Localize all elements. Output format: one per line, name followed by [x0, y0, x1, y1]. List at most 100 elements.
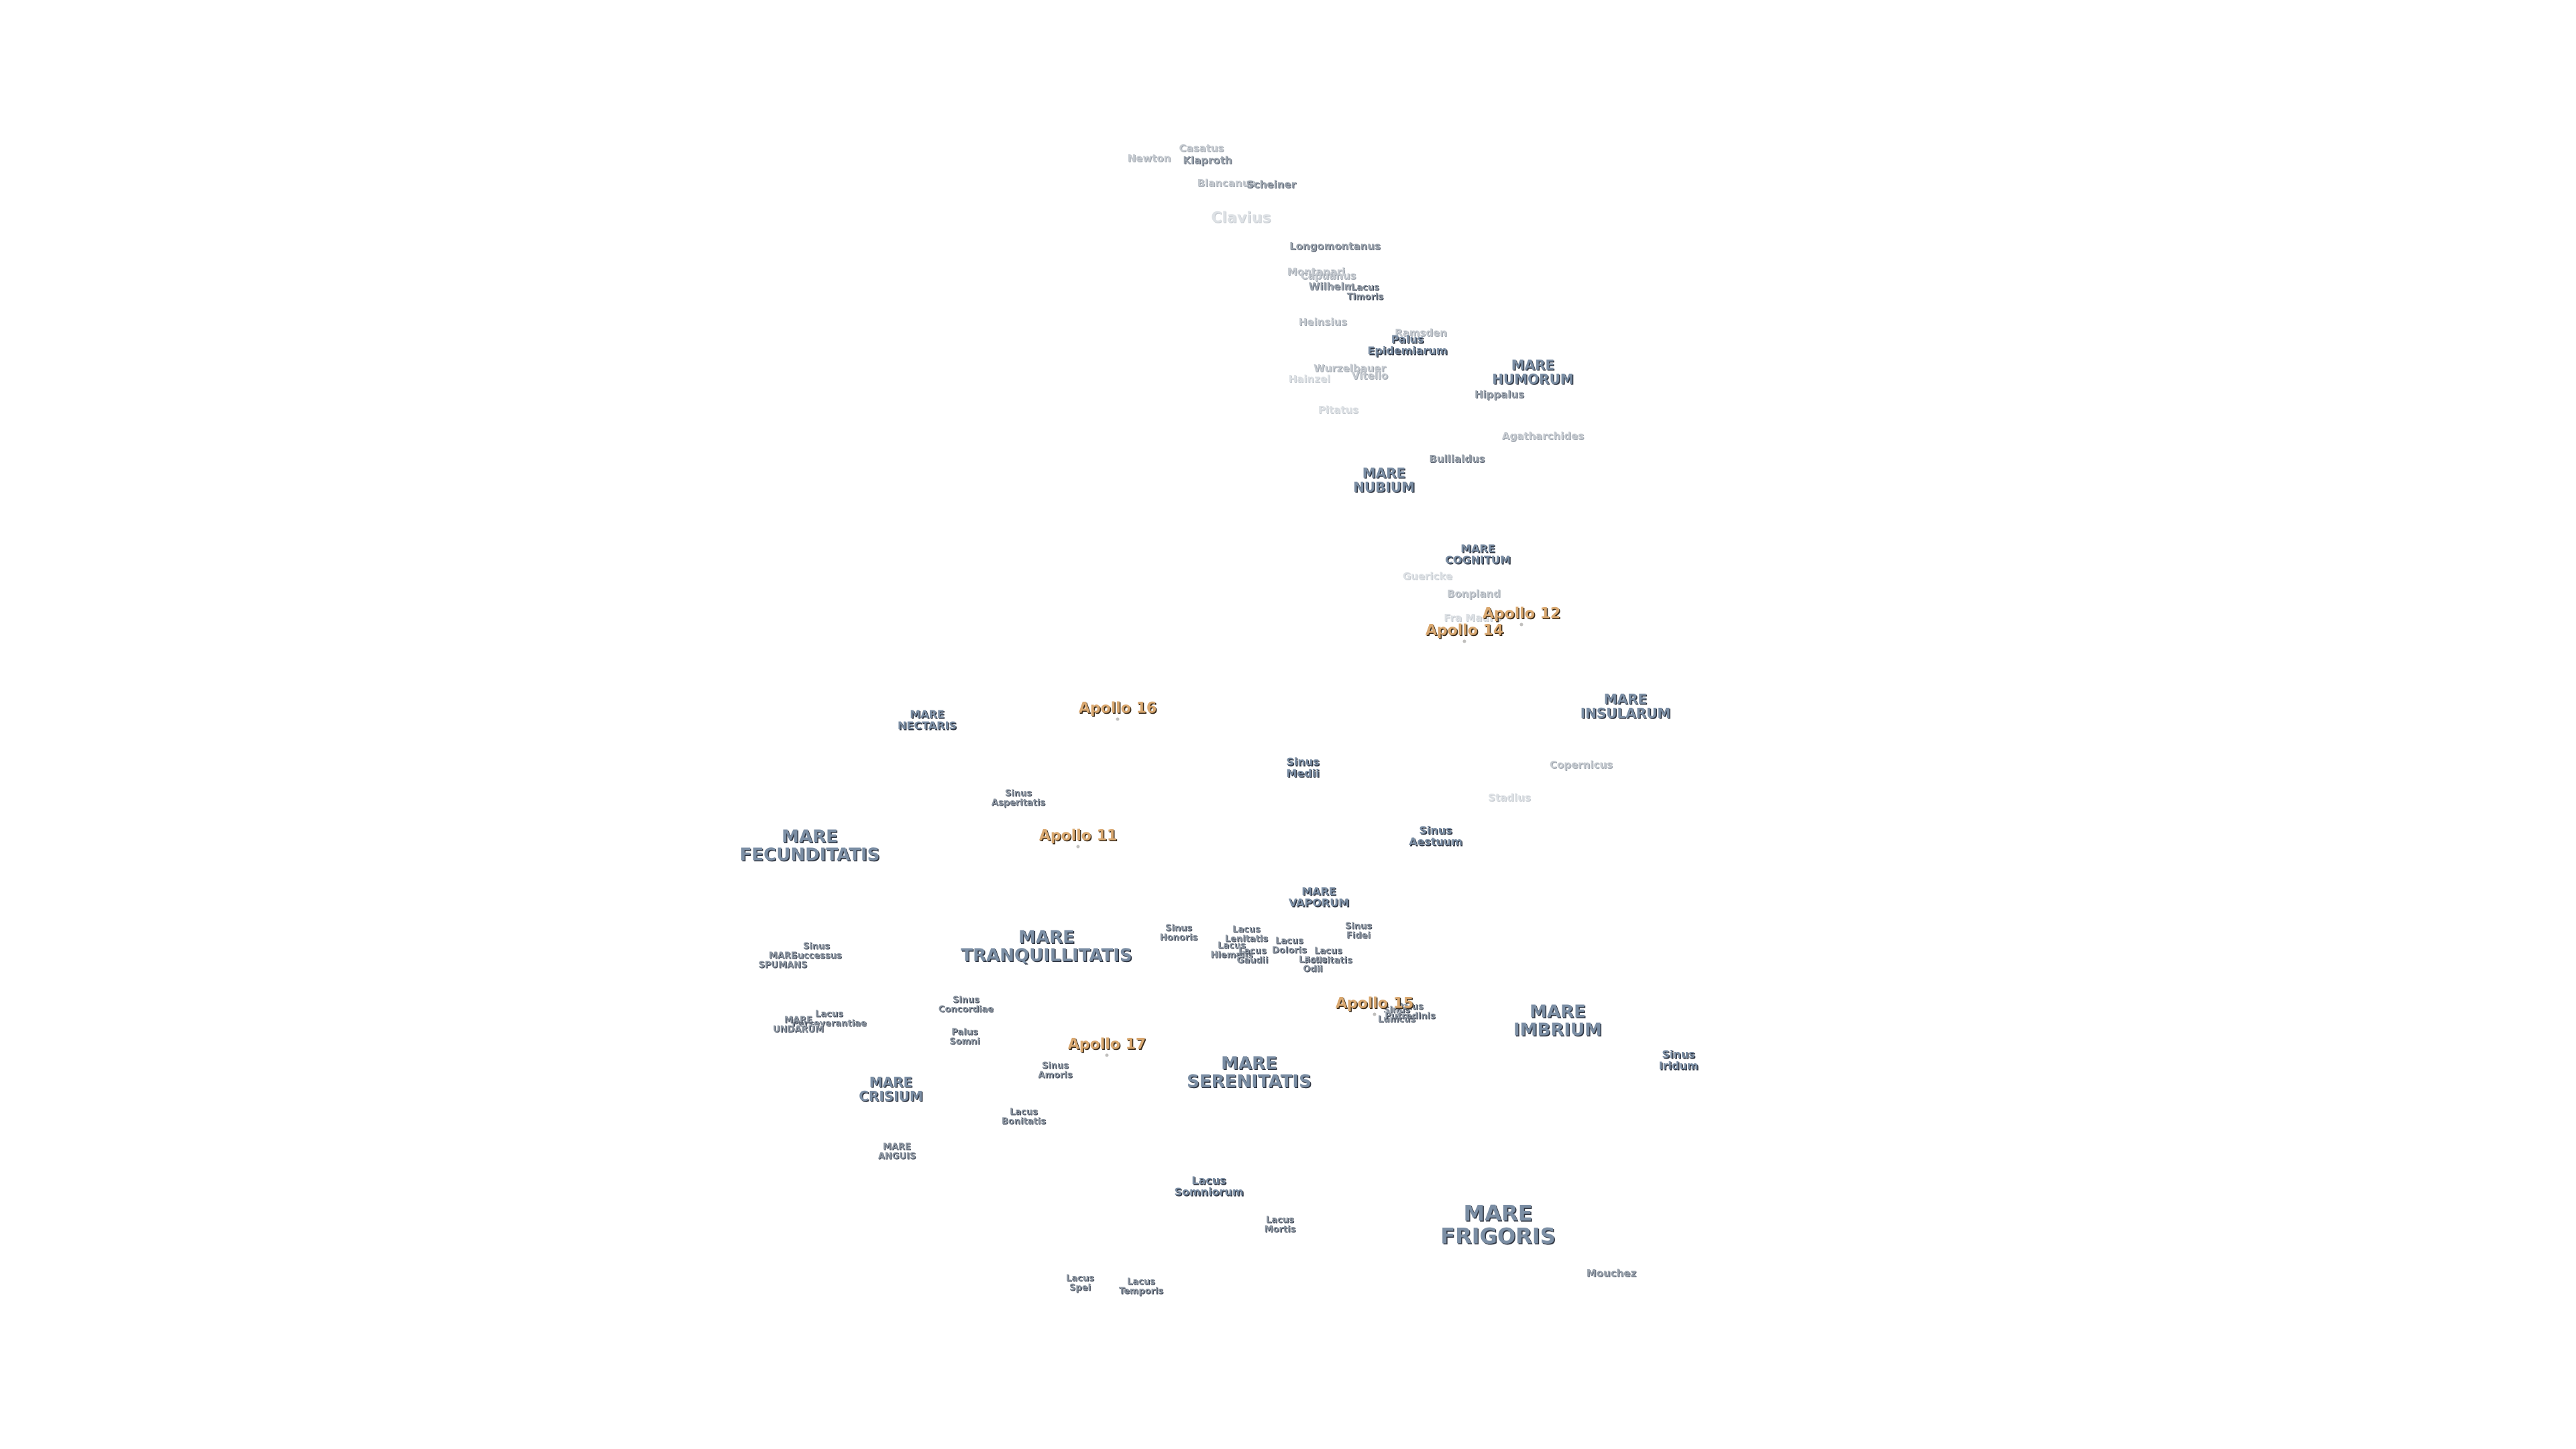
map-label-line: Temporis — [1118, 1286, 1164, 1296]
apollo-site-apollo-11: Apollo 11 — [1038, 827, 1118, 845]
map-label-line: Palus — [951, 1027, 978, 1038]
map-label-bonpland: Bonpland — [1447, 588, 1501, 600]
map-label-newton: Newton — [1128, 153, 1171, 164]
map-label-line: MARE — [1463, 1200, 1533, 1226]
map-label-fra-mauro: Fra Mauro — [1444, 612, 1501, 625]
map-label-line: MARE — [1221, 1053, 1277, 1074]
map-label-line: Hiemalis — [1210, 950, 1253, 960]
map-label-klaproth: Klaproth — [1183, 154, 1232, 167]
map-label-line: Lacus — [1266, 1215, 1294, 1226]
map-label-montanari: Montanari — [1287, 266, 1346, 278]
map-label-line: UNDARUM — [773, 1024, 824, 1034]
map-label-pitatus: Pitatus — [1318, 405, 1358, 416]
map-label-line: Lacus — [1351, 282, 1379, 293]
map-label-line: Palus — [1391, 333, 1424, 346]
map-label-line: COGNITUM — [1445, 553, 1511, 566]
map-label-line: Doloris — [1272, 945, 1307, 955]
map-label-line: IMBRIUM — [1513, 1020, 1603, 1040]
map-label-line: FECUNDITATIS — [739, 845, 880, 865]
map-label-line: Iridum — [1658, 1059, 1699, 1072]
map-label-line: HUMORUM — [1492, 371, 1574, 387]
map-label-line: MARE — [1603, 691, 1648, 707]
map-label-line: Guericke — [1402, 570, 1453, 583]
map-label-line: Casatus — [1179, 142, 1224, 155]
apollo-landing-marker — [1462, 639, 1466, 643]
map-label-line: NUBIUM — [1353, 479, 1415, 495]
map-label-copernicus: Copernicus — [1550, 759, 1613, 771]
map-label-vitello: Vitello — [1351, 370, 1389, 382]
map-label-wurzelbauer: Wurzelbauer — [1313, 363, 1386, 374]
map-label-line: Scheiner — [1246, 178, 1296, 191]
map-label-line: NECTARIS — [898, 719, 957, 732]
map-label-line: Mouchez — [1586, 1267, 1637, 1280]
map-label-line: Stadius — [1488, 792, 1531, 804]
map-label-line: MARE — [769, 951, 797, 961]
apollo-site-apollo-17: Apollo 17 — [1067, 1036, 1146, 1053]
map-label-line: Lacus — [1275, 936, 1303, 947]
map-label-line: Perseverantiae — [792, 1018, 867, 1028]
map-label-line: Klaproth — [1183, 154, 1232, 167]
map-label-line: Successus — [791, 951, 842, 961]
map-label-line: Bonitatis — [1002, 1116, 1046, 1126]
map-label-line: Felicitatis — [1304, 955, 1352, 965]
map-label-line: Honoris — [1159, 932, 1198, 943]
map-label-line: MARE — [910, 708, 945, 721]
map-label-line: Hainzel — [1288, 373, 1331, 386]
map-label-mouchez: Mouchez — [1586, 1267, 1637, 1280]
apollo-landing-marker — [1105, 1053, 1109, 1057]
map-label-line: Lacus — [1218, 941, 1246, 951]
map-label-line: Fra Mauro — [1444, 612, 1501, 625]
map-label-line: Lacus — [1238, 946, 1267, 957]
map-label-hainzel: Hainzel — [1289, 374, 1331, 385]
map-label-line: SERENITATIS — [1187, 1072, 1311, 1092]
map-label-guericke: Guericke — [1402, 570, 1453, 583]
map-label-line: Bullialdus — [1429, 453, 1485, 466]
map-label-line: SPUMANS — [758, 960, 808, 970]
map-label-line: MARE — [1460, 542, 1495, 555]
map-label-line: Sinus — [952, 995, 980, 1006]
apollo-site-apollo-12: Apollo 12 — [1482, 605, 1561, 623]
apollo-landing-marker — [1076, 845, 1080, 849]
map-label-line: Longomontanus — [1289, 240, 1381, 253]
apollo-landing-marker — [1373, 1012, 1377, 1016]
map-label-line: Montanari — [1287, 266, 1346, 278]
map-label-line: Putredinis — [1385, 1011, 1436, 1021]
map-label-line: MARE — [1301, 885, 1336, 898]
apollo-landing-marker — [1519, 623, 1523, 627]
map-label-heinsius: Heinsius — [1299, 317, 1347, 328]
map-label-line: Sinus — [1041, 1061, 1069, 1071]
apollo-landing-marker — [1116, 717, 1120, 721]
map-label-line: Somni — [949, 1036, 980, 1046]
map-label-line: Vitello — [1351, 370, 1389, 382]
map-label-line: Asperitatis — [991, 798, 1046, 808]
map-label-line: Lunicus — [1378, 1014, 1415, 1024]
map-label-line: Mortis — [1264, 1224, 1296, 1234]
map-label-line: Blancanus — [1197, 177, 1256, 190]
map-label-hippalus: Hippalus — [1474, 389, 1524, 400]
